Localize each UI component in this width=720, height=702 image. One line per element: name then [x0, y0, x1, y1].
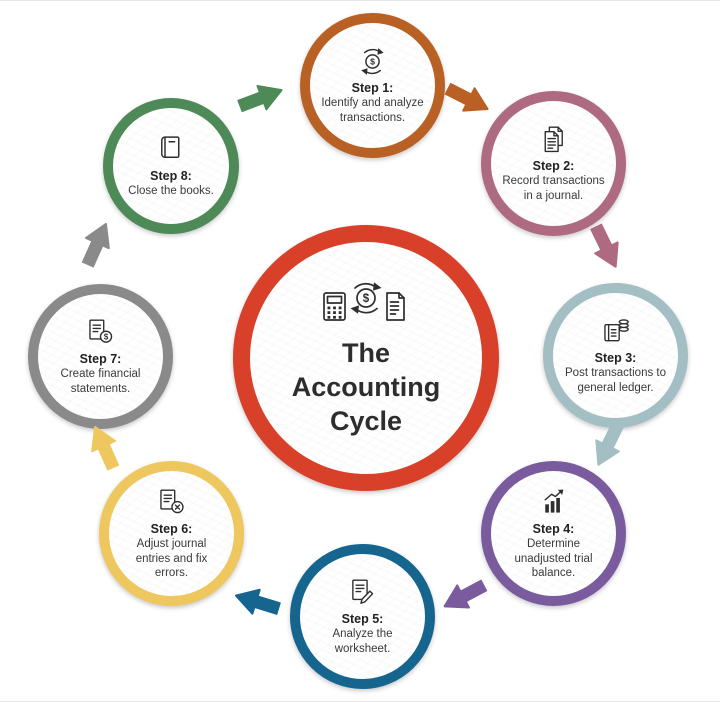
arrow-step4-to-step5 [437, 572, 492, 620]
step-label: Step 4: [532, 521, 575, 536]
step-text: Identify and analyze transactions. [321, 97, 424, 124]
ledger-coins-icon [599, 315, 632, 348]
step-text: Post transactions to general ledger. [565, 367, 666, 394]
dollar-cycle-icon: $ [350, 282, 382, 314]
receipt-icon [386, 292, 405, 321]
step-7-node: $ Step 7: Create financial statements. [28, 284, 173, 429]
step-label: Step 1: [351, 81, 394, 96]
step-5-node: Step 5: Analyze the worksheet. [290, 544, 435, 689]
financial-statement-icon: $ [84, 316, 117, 349]
step-text: Analyze the worksheet. [332, 628, 393, 655]
step-8-node: Step 8: Close the books. [103, 98, 239, 234]
step-4-node: Step 4: Determine unadjusted trial balan… [481, 461, 626, 606]
arrow-step6-to-step7 [81, 420, 127, 474]
step-label: Step 6: [150, 521, 193, 536]
journal-documents-icon [537, 123, 570, 156]
svg-text:$: $ [363, 293, 370, 305]
center-title-line: The [341, 338, 390, 369]
close-books-icon [154, 133, 187, 166]
trial-balance-chart-icon [537, 486, 570, 519]
step-text: Record transactions in a journal. [502, 175, 605, 202]
dollar-cycle-icon: $ [356, 45, 389, 78]
step-label: Step 7: [79, 352, 122, 367]
step-3-node: Step 3: Post transactions to general led… [543, 283, 688, 428]
arrow-step3-to-step4 [584, 418, 631, 472]
step-label: Step 5: [341, 612, 384, 627]
svg-text:$: $ [104, 333, 109, 342]
adjust-entries-icon [155, 486, 188, 519]
step-text: Determine unadjusted trial balance. [514, 537, 593, 580]
arrow-step2-to-step3 [582, 220, 629, 274]
step-6-node: Step 6: Adjust journal entries and fix e… [99, 461, 244, 606]
step-text: Create financial statements. [60, 368, 141, 395]
step-2-node: Step 2: Record transactions in a journal… [481, 91, 626, 236]
center-node: $ The Accounting Cycle [233, 225, 499, 491]
step-text: Adjust journal entries and fix errors. [135, 537, 208, 580]
svg-text:$: $ [370, 57, 375, 67]
arrow-step5-to-step6 [231, 581, 284, 623]
step-label: Step 3: [594, 351, 637, 366]
calculator-icon [323, 292, 346, 321]
worksheet-pencil-icon [346, 576, 379, 609]
step-text: Close the books. [128, 185, 214, 198]
arrow-step8-to-step1 [234, 76, 288, 120]
center-title-line: Cycle [329, 405, 403, 436]
arrow-step1-to-step2 [441, 75, 496, 123]
step-label: Step 2: [532, 159, 575, 174]
accounting-tools-icon: $ [302, 278, 430, 334]
center-title-line: Accounting [291, 372, 441, 403]
step-label: Step 8: [150, 169, 192, 184]
step-1-node: $ Step 1: Identify and analyze transacti… [300, 13, 445, 158]
arrow-step7-to-step8 [74, 217, 120, 271]
